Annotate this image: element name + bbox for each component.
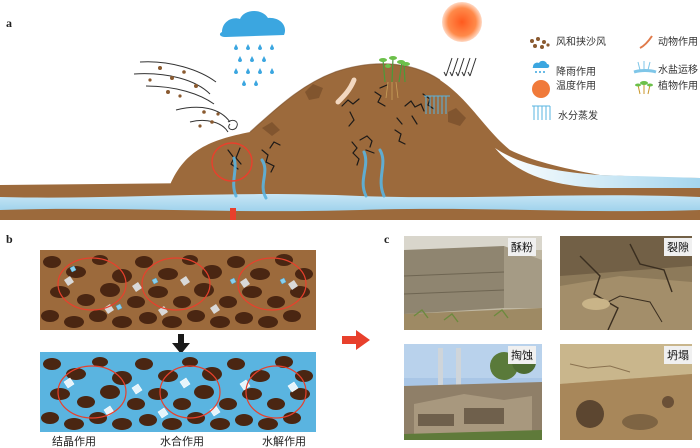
right-arrow (342, 330, 370, 350)
panel-letter-b: b (6, 232, 13, 246)
label-hydrolysis: 水解作用 (262, 435, 306, 448)
earth-mound (170, 63, 700, 188)
plants (382, 57, 406, 83)
highlight-circle (211, 142, 253, 182)
legend-temp-label: 温度作用 (556, 81, 596, 92)
legend-wind-label: 风和挟沙风 (556, 37, 606, 48)
evaporation-icon (532, 105, 551, 120)
rain-cloud-icon (532, 60, 550, 73)
rain-cloud (219, 10, 286, 86)
groundwater-band (0, 194, 700, 212)
earthen-site-illustration (0, 2, 700, 220)
soil-particles-wet (40, 352, 316, 432)
label-crystallization: 结晶作用 (52, 435, 96, 448)
down-arrow-black (172, 334, 190, 354)
photo-label-powdering: 酥粉 (508, 238, 536, 256)
photo-powdering (404, 236, 542, 330)
panel-letter-c: c (384, 232, 390, 246)
panel-letter-a: a (6, 16, 12, 30)
legend: 风和挟沙风 动物作用 降雨作用 水盐运移 温度作用 植物作用 水分蒸发 (528, 34, 700, 134)
label-hydration: 水合作用 (160, 435, 204, 448)
sun (442, 2, 482, 42)
legend-rain-label: 降雨作用 (556, 67, 596, 78)
legend-plant-label: 植物作用 (658, 81, 698, 92)
down-arrow (230, 208, 236, 220)
erosion-patches (262, 84, 466, 136)
photo-collapse (560, 344, 692, 440)
legend-evap-label: 水分蒸发 (558, 111, 598, 122)
heat-arrows (443, 57, 477, 77)
lake (495, 148, 700, 188)
animal-burrow-icon (639, 35, 653, 49)
legend-salt-label: 水盐运移 (658, 65, 698, 76)
photo-label-collapse: 坍塌 (664, 346, 692, 364)
infiltration-channels (232, 148, 386, 200)
crack-network (227, 84, 435, 173)
salt-migration-icon (633, 61, 657, 74)
sun-icon (532, 80, 550, 98)
plant-icon (635, 81, 653, 95)
photo-label-undercutting: 掏蚀 (508, 346, 536, 364)
animal-burrow (335, 77, 357, 105)
soil-particles-dry (40, 250, 316, 330)
legend-animal-label: 动物作用 (658, 37, 698, 48)
evaporation-lines (424, 95, 450, 114)
photo-label-cracks: 裂隙 (664, 238, 692, 256)
wind-sand-icon (530, 37, 550, 49)
